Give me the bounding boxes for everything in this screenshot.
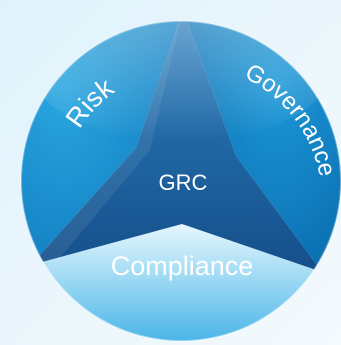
compliance-label: Compliance [111, 251, 254, 281]
center-grc-shape[interactable] [31, 10, 322, 272]
circle-outline [20, 20, 341, 342]
center-label: GRC [159, 170, 208, 195]
